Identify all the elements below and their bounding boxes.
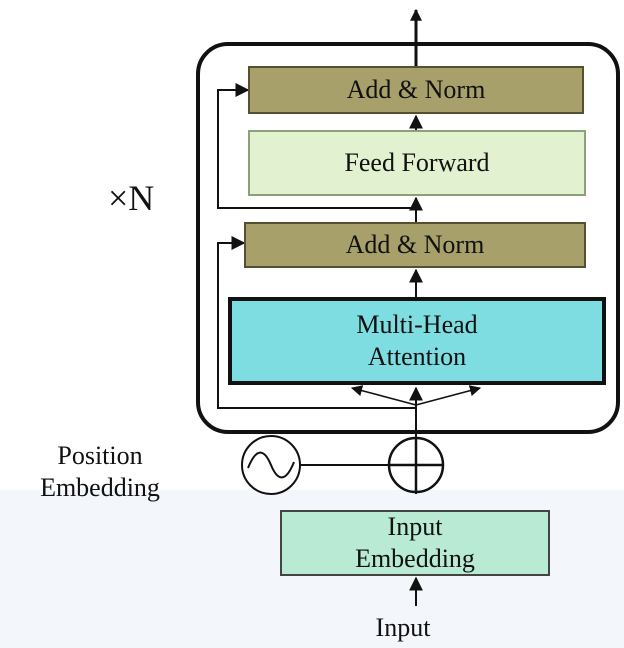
add-norm-top-block: Add & Norm (248, 66, 584, 114)
mha-label-line2: Attention (367, 342, 467, 371)
qkv-arrow (415, 385, 482, 406)
multi-head-attention-block: Multi-Head Attention (228, 297, 606, 385)
qkv-arrow (350, 385, 417, 406)
residual-ffn (217, 83, 416, 209)
add-norm-bottom-label: Add & Norm (345, 230, 485, 259)
input-embedding-block: Input Embedding (280, 510, 550, 576)
encoder-frame (196, 42, 620, 434)
add-circle-icon (387, 436, 445, 494)
feed-forward-block: Feed Forward (248, 130, 586, 196)
position-embedding-line2: Embedding (40, 473, 160, 502)
input-label: Input (375, 613, 431, 642)
position-embedding-label: Position Embedding (8, 440, 192, 504)
add-norm-bottom-block: Add & Norm (244, 222, 586, 268)
input-embedding-line1: Input (387, 512, 443, 541)
input-embedding-line2: Embedding (355, 544, 475, 573)
position-embedding-line1: Position (57, 441, 143, 470)
sine-wave-icon (241, 435, 301, 495)
feed-forward-label: Feed Forward (344, 148, 490, 177)
add-norm-top-label: Add & Norm (346, 75, 486, 104)
repeat-label: ×N (108, 178, 155, 218)
mha-label-line1: Multi-Head (356, 310, 478, 339)
residual-attention (217, 236, 416, 409)
